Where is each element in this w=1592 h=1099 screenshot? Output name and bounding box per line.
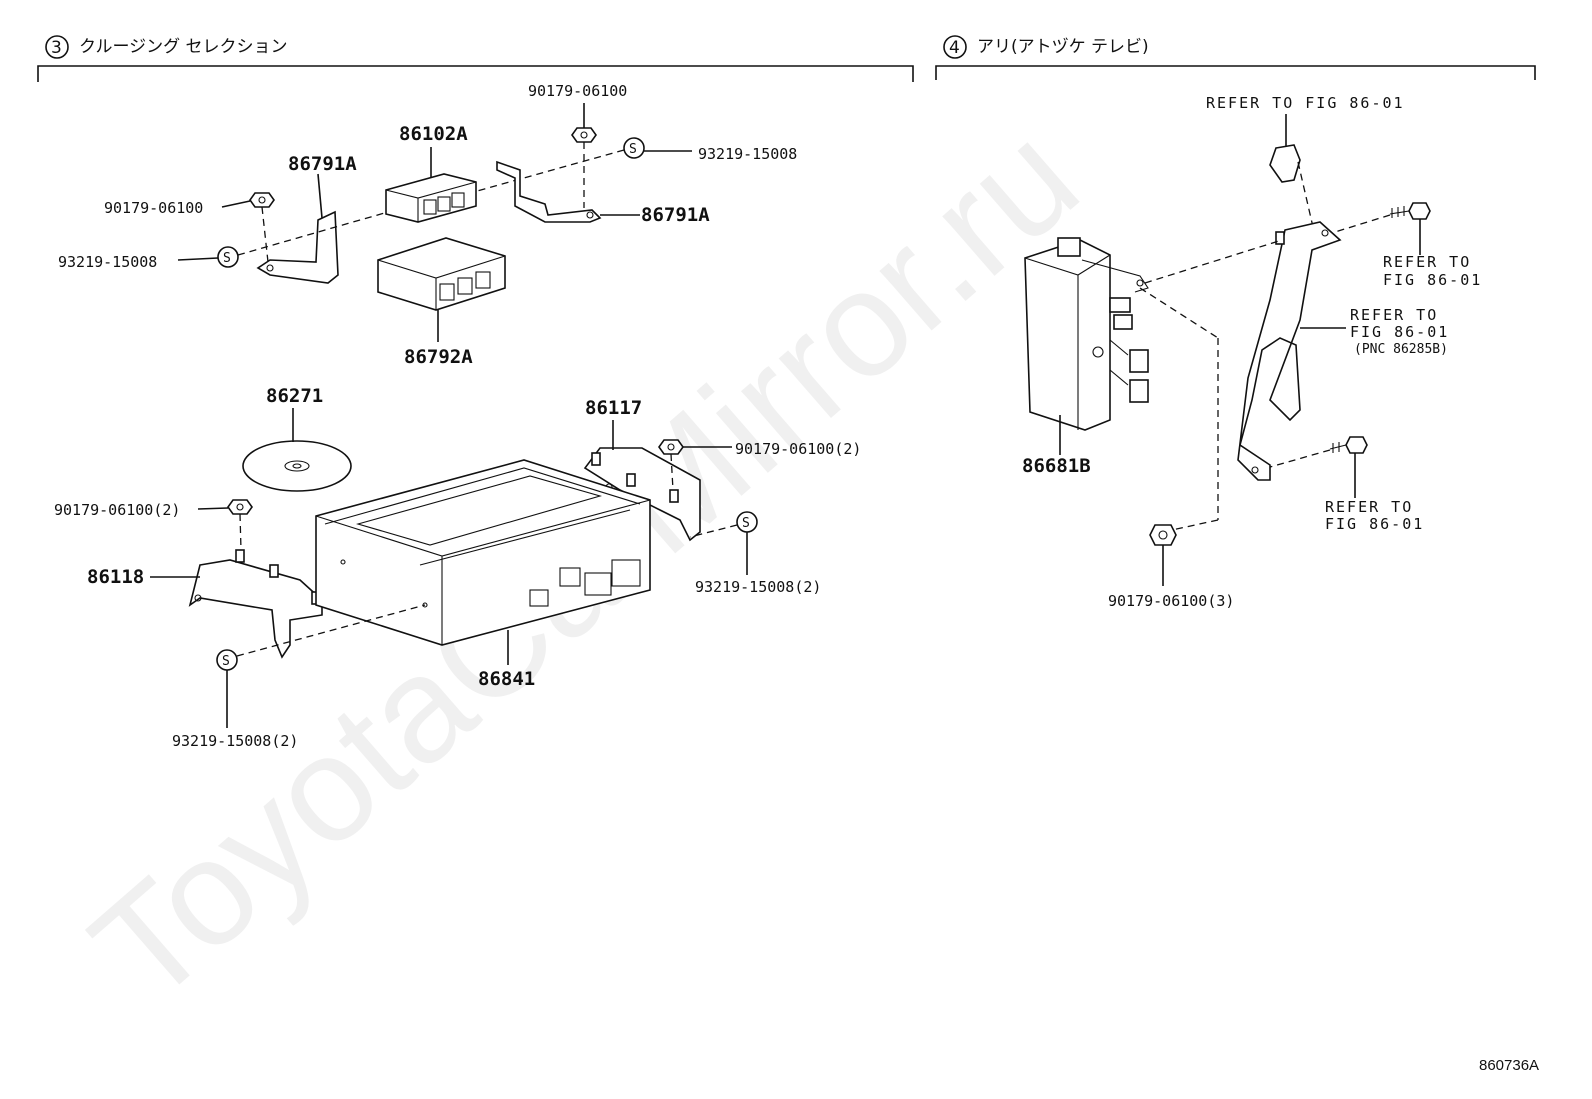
nut-icon [1149, 524, 1177, 546]
section-4-bracket [935, 65, 1536, 80]
section-3-bracket [37, 65, 914, 82]
svg-text:S: S [629, 142, 637, 157]
ref-fig-1: REFER TO FIG 86-01 [1206, 94, 1405, 112]
section-4-header: 4 アリ(アトヅケ テレビ) [935, 35, 1536, 80]
bracket-86791A-left [256, 210, 339, 284]
nut-icon [227, 499, 253, 515]
label-90179-2-left: 90179-06100(2) [54, 501, 180, 519]
section-number-circle [943, 35, 967, 59]
label-90179-3: 90179-06100(3) [1108, 592, 1234, 610]
nut-icon [658, 439, 684, 455]
figure-code: 860736A [1479, 1057, 1539, 1074]
section-number-circle [45, 35, 69, 59]
bolt-icon [1329, 436, 1368, 454]
ref-fig-3-a: REFER TO [1350, 306, 1438, 324]
nut-icon [249, 192, 275, 208]
bracket-86117 [583, 447, 701, 542]
label-90179-top: 90179-06100 [528, 82, 627, 100]
bracket-86791A-right [496, 160, 602, 223]
label-86117: 86117 [585, 397, 642, 419]
label-86681B: 86681B [1022, 455, 1091, 477]
ref-fig-3-b: FIG 86-01 [1350, 323, 1449, 341]
svg-text:S: S [222, 654, 230, 669]
label-86102A: 86102A [399, 123, 468, 145]
label-93219-top: 93219-15008 [698, 145, 797, 163]
module-86102A [385, 173, 477, 223]
nut-icon [571, 127, 597, 143]
ref-fig-2-b: FIG 86-01 [1383, 271, 1482, 289]
ref-fig-4-a: REFER TO [1325, 498, 1413, 516]
bolt-icon [1389, 202, 1431, 220]
unit-86841 [315, 459, 651, 646]
label-86271: 86271 [266, 385, 323, 407]
bracket-tv [1237, 221, 1342, 481]
s-clip-icon: S [217, 246, 239, 268]
section-3-header: 3 クルージング セレクション [37, 35, 914, 82]
disc-86271 [242, 440, 352, 492]
s-clip-icon: S [216, 649, 238, 671]
label-86791A-left: 86791A [288, 153, 357, 175]
bracket-86118 [188, 549, 323, 659]
label-93219-left: 93219-15008 [58, 253, 157, 271]
label-90179-2-right: 90179-06100(2) [735, 440, 861, 458]
label-93219-2-right: 93219-15008(2) [695, 578, 821, 596]
label-86841: 86841 [478, 668, 535, 690]
ref-fig-3-c: (PNC 86285B) [1354, 342, 1448, 357]
label-93219-2-bottom: 93219-15008(2) [172, 732, 298, 750]
section-3-title: クルージング セレクション [79, 37, 288, 57]
section-4-number: 4 [949, 38, 960, 58]
svg-text:S: S [742, 516, 750, 531]
label-90179-left: 90179-06100 [104, 199, 203, 217]
module-86792A [377, 237, 506, 311]
svg-text:S: S [223, 251, 231, 266]
label-86118: 86118 [87, 566, 144, 588]
section-4-title: アリ(アトヅケ テレビ) [977, 37, 1149, 57]
ref-fig-4-b: FIG 86-01 [1325, 515, 1424, 533]
s-clip-icon: S [623, 137, 645, 159]
section-3-number: 3 [51, 38, 62, 58]
label-86791A-right: 86791A [641, 204, 710, 226]
clip-icon [1269, 144, 1301, 183]
module-86681B [1024, 237, 1149, 431]
label-86792A: 86792A [404, 346, 473, 368]
ref-fig-2-a: REFER TO [1383, 253, 1471, 271]
